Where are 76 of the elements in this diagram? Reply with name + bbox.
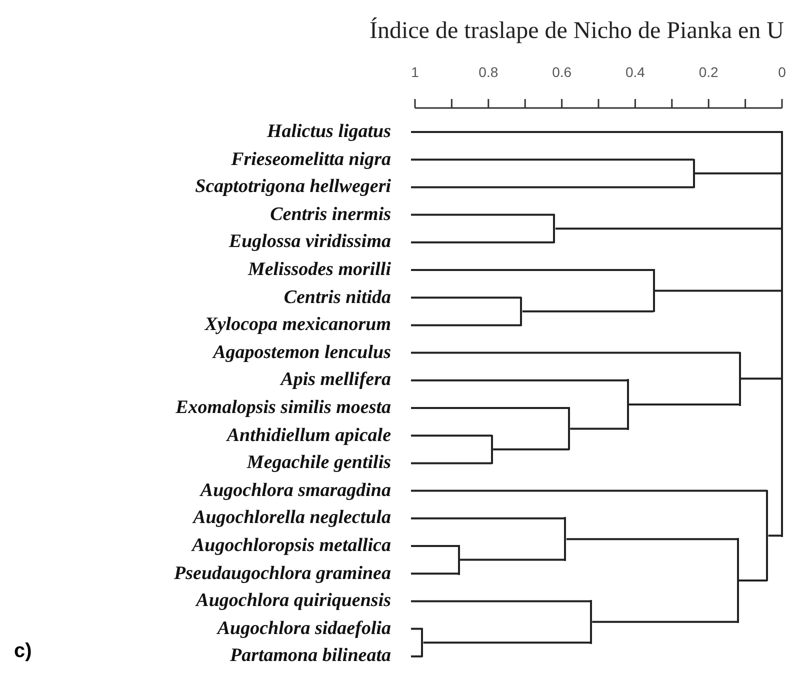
dendrogram-branch [411,131,782,133]
dendrogram-branch [411,324,522,326]
dendrogram-branch [493,448,570,450]
species-label: Scaptotrigona hellwegeri [195,175,415,200]
dendrogram-branch [411,600,592,602]
tick-label: 0.6 [551,64,573,80]
species-label: Augochlora sidaefolia [217,616,415,641]
axis-title: Índice de traslape de Nicho de Pianka en U [369,18,784,45]
species-label: Melissodes morilli [248,258,415,282]
species-label: Frieseomelitta nigra [231,148,415,172]
species-label: Agapostemon lenculus [213,340,415,365]
dendrogram-branch [570,428,628,430]
dendrogram-junction [564,517,566,561]
dendrogram-junction [738,352,741,406]
species-label: Augochlora quiriquensis [196,589,415,614]
dendrogram-branch [738,580,768,582]
dendrogram-junction [626,379,629,430]
dendrogram-branch [411,462,492,464]
species-label: Euglossa viridissima [228,230,415,254]
dendrogram-junction [520,296,522,326]
dendrogram-branch [411,158,694,161]
dendrogram-branch [411,407,570,409]
dendrogram-branch [411,434,492,437]
dendrogram-branch [411,214,554,216]
tick-label: 0 [777,64,787,80]
dendrogram-branch [694,172,782,174]
dendrogram-branch [460,558,566,561]
dendrogram-branch [411,517,566,520]
dendrogram-branch [411,186,694,188]
species-label: Centris nitida [284,286,415,310]
tick-label: 0.8 [478,64,500,80]
dendrogram-branch [411,545,460,547]
dendrogram-branch [740,378,782,380]
dendrogram-branch [592,620,738,623]
tick-label: 0.2 [698,64,720,80]
species-label: Megachile gentilis [246,451,415,476]
dendrogram-branch [768,534,782,537]
dendrogram-junction [736,538,739,623]
species-label: Pseudaugochlora graminea [174,562,415,586]
species-label: Halictus ligatus [266,120,415,144]
dendrogram-branch [411,572,460,575]
dendrogram-junction [568,407,570,450]
dendrogram-branch [411,655,422,658]
species-label: Xylocopa mexicanorum [204,313,415,338]
species-label: Partamona bilineata [230,644,415,668]
dendrogram-branch [411,269,654,271]
dendrogram-branch [411,490,768,492]
species-label: Centris inermis [270,202,415,227]
species-label: Augochlorella neglectula [193,506,415,530]
panel-label: c) [14,640,32,663]
dendrogram-junction [421,628,424,658]
dendrogram-branch [566,538,738,540]
tick-label: 0.4 [624,64,646,80]
dendrogram-junction [766,490,768,582]
dendrogram-junction [491,434,494,464]
dendrogram-branch [411,352,740,354]
species-label: Apis mellifera [280,368,415,392]
dendrogram-branch [411,241,554,244]
dendrogram-branch [411,379,628,382]
dendrogram-junction [553,214,556,244]
dendrogram-junction [652,269,655,312]
tick-label: 1 [410,64,420,80]
species-label: Augochlora smaragdina [200,478,415,503]
dendrogram-branch [411,296,522,299]
dendrogram-branch [628,404,740,406]
dendrogram-branch [411,628,422,630]
dendrogram-branch [522,310,654,312]
dendrogram-junction [458,545,460,575]
species-label: Anthidiellum apicale [226,424,415,448]
species-label: Exomalopsis similis moesta [176,396,415,420]
dendrogram-branch [423,642,592,644]
dendrogram-branch [654,290,782,292]
dendrogram-branch [555,228,782,230]
dendrogram-junction [692,158,695,188]
dendrogram-junction [590,600,592,644]
species-label: Augochloropsis metallica [192,534,415,558]
